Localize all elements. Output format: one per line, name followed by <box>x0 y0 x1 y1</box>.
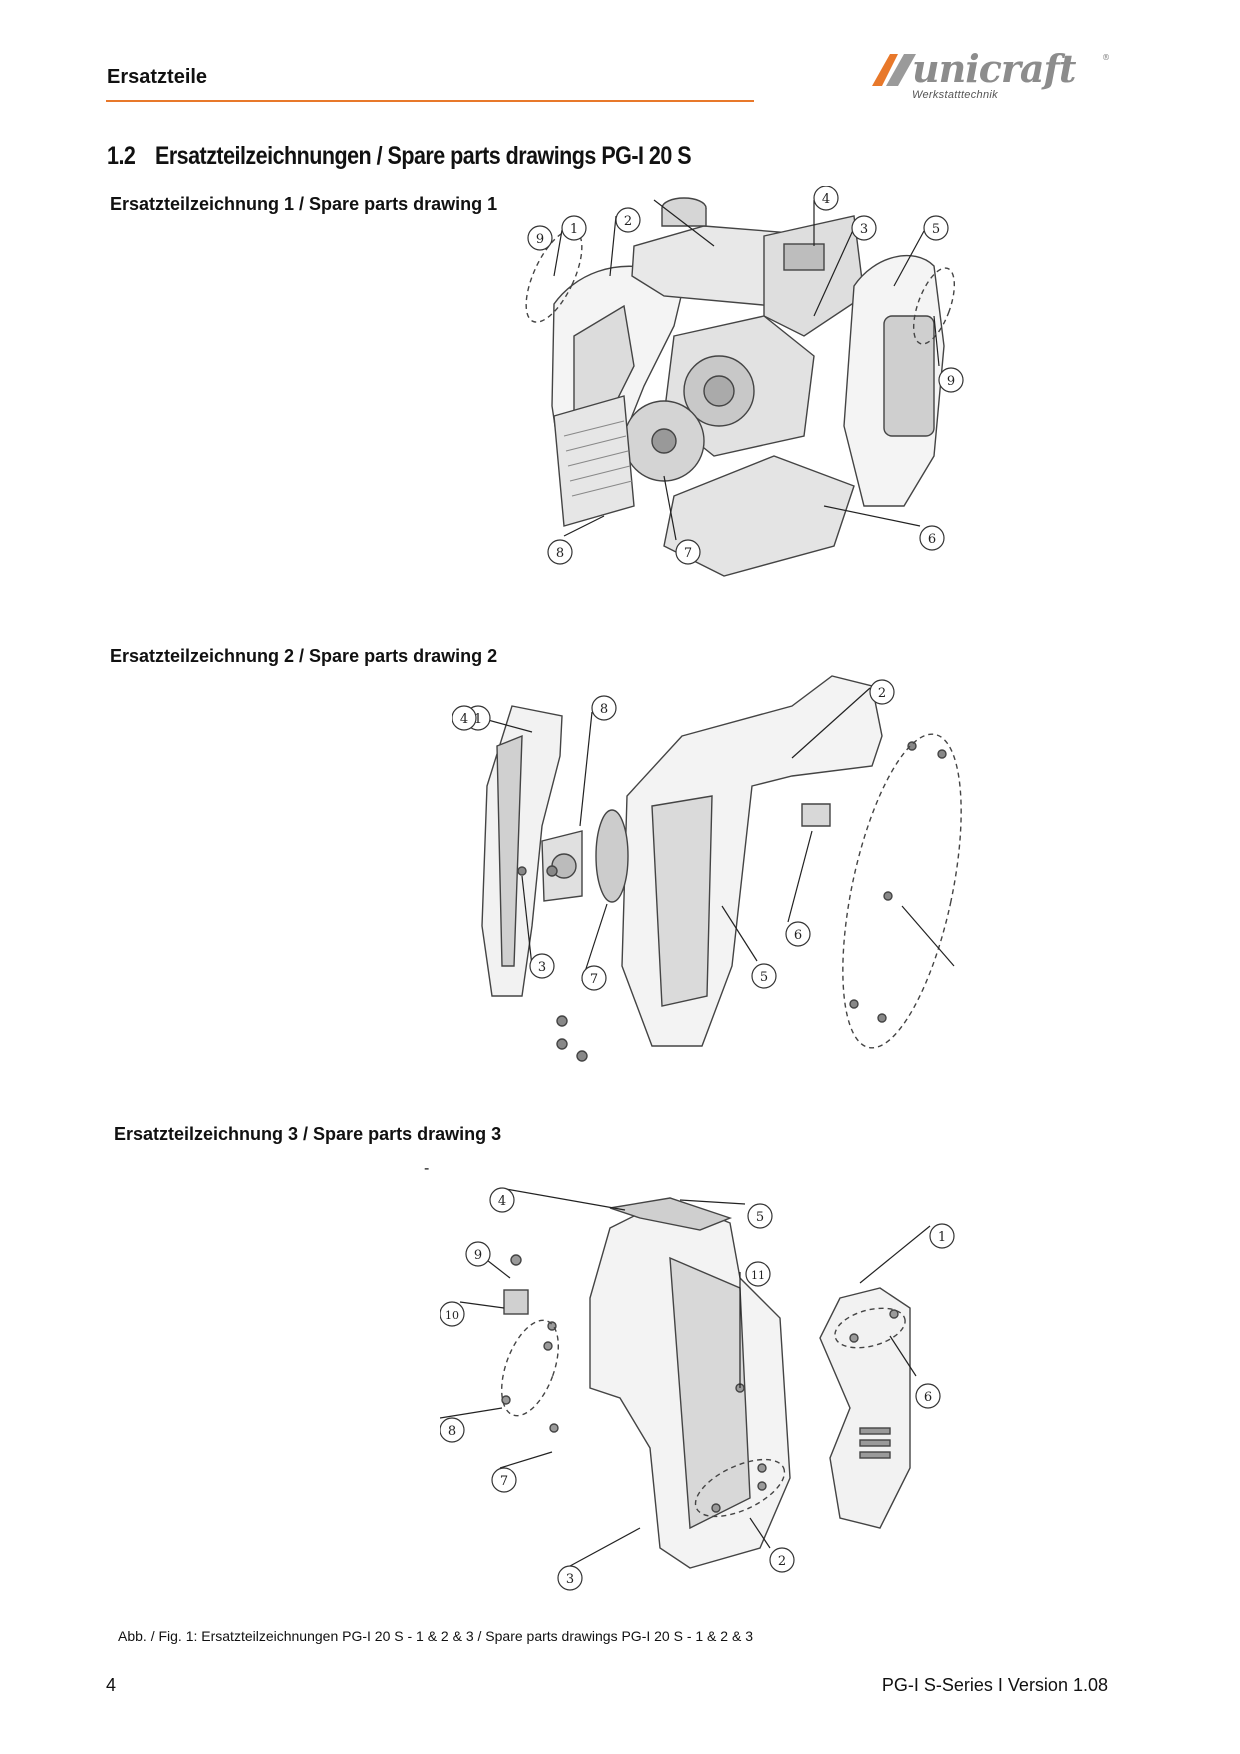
svg-text:2: 2 <box>778 1554 786 1569</box>
callout-4: 4 <box>489 1187 515 1213</box>
svg-text:9: 9 <box>474 1248 482 1263</box>
callout-2: 2 <box>769 1547 795 1573</box>
callout-9: 9 <box>465 1241 491 1267</box>
section-number: 1.2 <box>107 142 136 170</box>
callout-7: 7 <box>675 539 701 565</box>
callout-6: 6 <box>919 525 945 551</box>
callout-11: 11 <box>745 1261 771 1287</box>
svg-text:6: 6 <box>794 928 802 943</box>
drawing-2-heading: Ersatzteilzeichnung 2 / Spare parts draw… <box>110 646 498 666</box>
svg-text:7: 7 <box>500 1474 508 1489</box>
callout-6: 6 <box>785 921 811 947</box>
spare-parts-drawing-1: 1 2 3 4 5 6 7 8 9 9 <box>525 186 964 577</box>
callout-3: 3 <box>557 1565 583 1591</box>
callout-10: 10 <box>440 1301 465 1327</box>
front-grille <box>553 395 635 527</box>
svg-text:4: 4 <box>498 1194 506 1209</box>
svg-text:8: 8 <box>556 546 564 561</box>
svg-text:4: 4 <box>822 192 830 207</box>
end-side-cover <box>819 1287 911 1529</box>
base-tray <box>663 455 855 577</box>
svg-text:5: 5 <box>932 222 940 237</box>
svg-text:9: 9 <box>536 232 544 247</box>
svg-text:3: 3 <box>538 960 546 975</box>
callout-3: 3 <box>851 215 877 241</box>
callout-2: 2 <box>615 207 641 233</box>
logo-wordmark: unicraft <box>912 46 1077 91</box>
svg-text:1: 1 <box>474 712 482 727</box>
callout-7: 7 <box>491 1467 517 1493</box>
stray-mark: - <box>424 1160 430 1177</box>
drawing-1-heading: Ersatzteilzeichnung 1 / Spare parts draw… <box>110 194 498 214</box>
svg-text:5: 5 <box>760 970 768 985</box>
mount-bracket <box>801 803 831 827</box>
header-rule <box>106 100 754 102</box>
callout-2: 2 <box>869 679 895 705</box>
svg-text:3: 3 <box>566 1572 574 1587</box>
callout-9: 9 <box>938 367 964 393</box>
callout-9: 9 <box>527 225 553 251</box>
logo-mark-icon <box>872 54 898 86</box>
callout-6: 6 <box>915 1383 941 1409</box>
callout-4: 4 <box>813 186 839 211</box>
callout-1: 1 <box>561 215 587 241</box>
header-title: Ersatzteile <box>107 66 208 88</box>
callout-8: 8 <box>547 539 573 565</box>
document-version: PG-I S-Series I Version 1.08 <box>881 1675 1108 1695</box>
plug-module <box>503 1289 529 1315</box>
svg-text:9: 9 <box>947 374 955 389</box>
svg-text:®: ® <box>1102 53 1110 62</box>
svg-text:6: 6 <box>924 1390 932 1405</box>
callout-7: 7 <box>581 965 607 991</box>
svg-text:11: 11 <box>751 1269 765 1282</box>
callout-3: 3 <box>529 953 555 979</box>
svg-text:6: 6 <box>928 532 936 547</box>
unicraft-logo: unicraft ® <box>872 46 1110 91</box>
logo-tagline: Werkstatttechnik <box>912 89 998 101</box>
callout-8: 8 <box>440 1417 465 1443</box>
top-handle-cover <box>609 1197 733 1231</box>
svg-text:2: 2 <box>878 686 886 701</box>
svg-text:1: 1 <box>570 222 578 237</box>
svg-text:10: 10 <box>445 1309 459 1322</box>
drawing-3-heading: Ersatzteilzeichnung 3 / Spare parts draw… <box>114 1124 502 1144</box>
svg-text:7: 7 <box>684 546 692 561</box>
section-title: Ersatzteilzeichnungen / Spare parts draw… <box>155 142 692 170</box>
svg-text:5: 5 <box>756 1210 764 1225</box>
callout-1: 1 <box>929 1223 955 1249</box>
spare-parts-drawing-2: 1 2 3 4 5 6 7 8 <box>452 675 962 1062</box>
svg-text:7: 7 <box>590 972 598 987</box>
spare-parts-drawing-3: 1 2 3 4 5 6 7 8 9 10 11 <box>440 1187 955 1591</box>
svg-text:3: 3 <box>860 222 868 237</box>
svg-text:2: 2 <box>624 214 632 229</box>
figure-caption: Abb. / Fig. 1: Ersatzteilzeichnungen PG-… <box>118 1628 753 1644</box>
page-number: 4 <box>106 1675 117 1695</box>
callout-5: 5 <box>923 215 949 241</box>
svg-text:8: 8 <box>448 1424 456 1439</box>
svg-text:4: 4 <box>460 712 468 727</box>
callout-4: 4 <box>452 705 477 731</box>
callout-5: 5 <box>751 963 777 989</box>
callout-8: 8 <box>591 695 617 721</box>
callout-5: 5 <box>747 1203 773 1229</box>
seal-ring <box>595 809 629 903</box>
svg-text:8: 8 <box>600 702 608 717</box>
svg-text:1: 1 <box>938 1230 946 1245</box>
